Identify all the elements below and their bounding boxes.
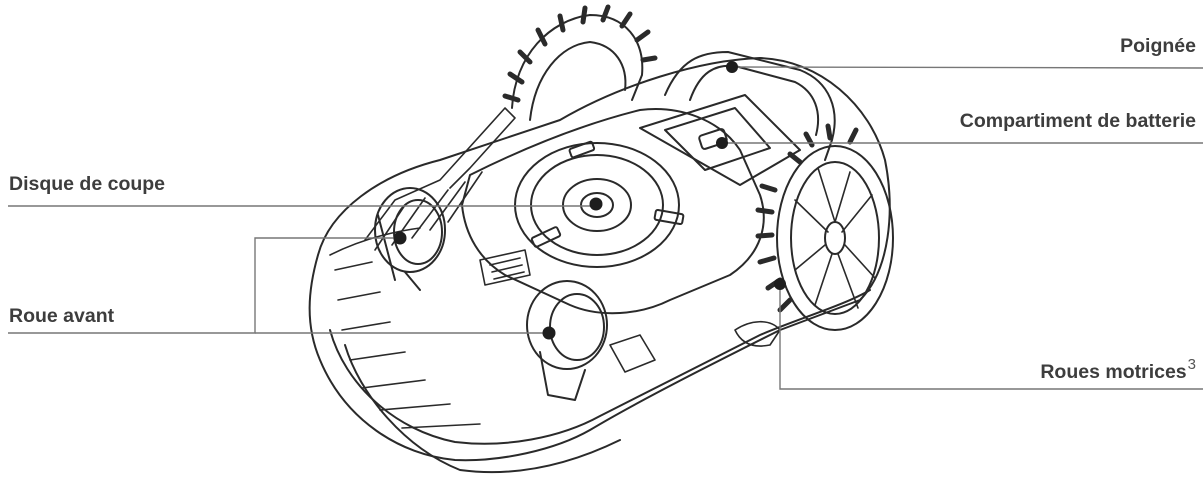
dot-front-wheel-right (542, 326, 556, 340)
battery-compartment-outline (639, 94, 801, 186)
mower-outer-shell (308, 57, 891, 462)
battery-latch (698, 128, 728, 150)
leader-front-wheel (8, 237, 400, 334)
charging-contacts-art (479, 249, 781, 373)
label-drive-wheels: Roues motrices3 (1040, 357, 1196, 383)
label-drive-wheels-text: Roues motrices (1040, 361, 1187, 383)
front-wheel-right-art (526, 280, 608, 401)
callout-dots (393, 61, 786, 340)
leader-handle (731, 66, 1203, 69)
label-drive-wheels-superscript: 3 (1187, 356, 1196, 373)
carry-handle (664, 51, 836, 161)
dot-handle (726, 61, 738, 73)
central-deck (461, 108, 765, 315)
rear-drive-wheel-art (502, 4, 658, 121)
label-front-wheel: Roue avant (9, 305, 115, 327)
dot-blade (589, 197, 603, 211)
leader-lines (8, 66, 1203, 390)
mower-lower-skirt (344, 344, 621, 474)
label-blade: Disque de coupe (9, 173, 166, 195)
label-battery: Compartiment de batterie (959, 110, 1196, 132)
dot-drive-wheel (774, 278, 786, 290)
blade-disc-art (514, 140, 685, 268)
dot-front-wheel-left (393, 231, 407, 245)
label-handle: Poignée (1120, 35, 1196, 57)
front-chamber-ribs (329, 107, 516, 429)
battery-compartment-cover (664, 107, 771, 171)
front-wheel-left-art (374, 187, 446, 291)
dot-battery (716, 137, 728, 149)
leader-drive-wheels (779, 284, 1203, 390)
